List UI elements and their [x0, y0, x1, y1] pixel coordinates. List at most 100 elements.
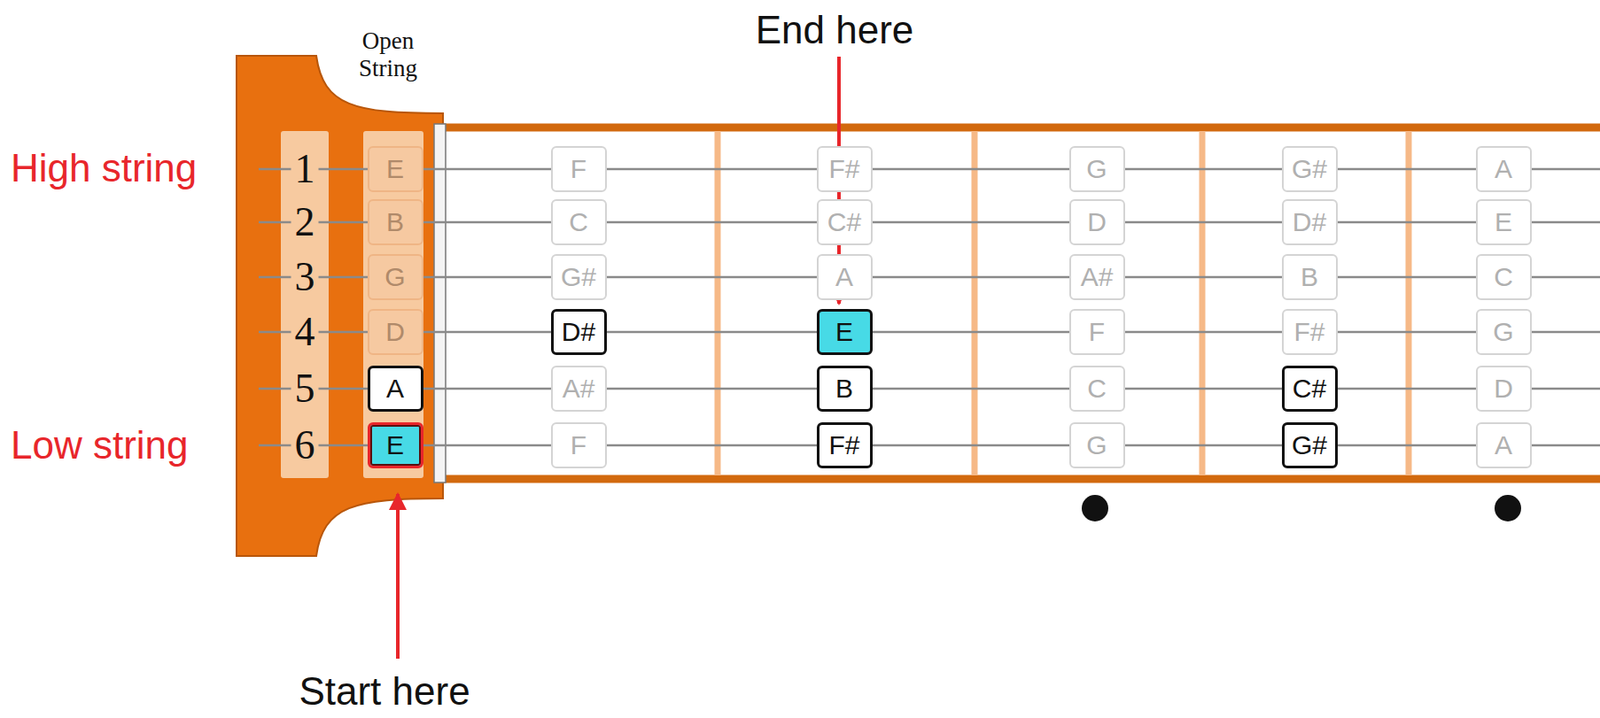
string-label: Low string: [10, 426, 189, 466]
open-string-strip: [363, 131, 424, 479]
faded-note-box: A: [816, 254, 873, 301]
start-note-box: E: [367, 422, 424, 469]
note-name: G#: [1291, 432, 1328, 459]
scale-note-box: A: [367, 365, 424, 412]
note-name: D#: [561, 318, 596, 346]
note-name: C#: [827, 209, 862, 236]
note-name: A#: [1080, 264, 1114, 291]
headstock: [236, 55, 443, 557]
column-heading: Open String: [345, 27, 431, 83]
callout-text: End here: [755, 10, 915, 50]
note-name: E: [386, 432, 404, 459]
faded-note-box: A: [1475, 146, 1532, 193]
note-name: F#: [828, 155, 860, 183]
note-name: E: [835, 318, 854, 346]
note-name: E: [386, 155, 404, 183]
note-name: F#: [828, 432, 860, 459]
note-name: B: [386, 209, 404, 236]
string-number: 5: [291, 368, 319, 410]
note-name: A: [1494, 155, 1513, 183]
faded-note-box: G#: [1281, 146, 1338, 193]
note-name: A: [1494, 432, 1513, 459]
fret-wire: [1405, 131, 1413, 476]
note-name: A: [386, 375, 404, 403]
faded-note-box: D: [1069, 199, 1126, 246]
faded-note-box: A: [1475, 422, 1532, 469]
faded-note-box: F#: [1281, 309, 1338, 356]
faded-note-box: F#: [816, 146, 873, 193]
note-name: G: [1086, 155, 1107, 183]
faded-note-box: C: [551, 199, 607, 246]
faded-note-box: D: [367, 309, 424, 356]
note-name: G#: [560, 264, 597, 291]
string-number: 3: [291, 256, 319, 298]
scale-note-box: B: [816, 365, 873, 412]
note-name: F#: [1293, 318, 1325, 346]
faded-note-box: A#: [1069, 254, 1126, 301]
note-name: D: [385, 318, 405, 346]
target-note-box: E: [816, 309, 873, 356]
note-name: B: [1300, 264, 1319, 291]
scale-note-box: F#: [816, 422, 873, 469]
string-number: 6: [291, 425, 319, 467]
fret-marker-dot: [1494, 495, 1522, 522]
note-name: F: [570, 432, 587, 459]
pointer-arrow: [396, 494, 400, 660]
string: [258, 168, 1600, 171]
faded-note-box: G: [1069, 422, 1126, 469]
string-number: 4: [291, 311, 319, 353]
note-name: F: [570, 155, 587, 183]
note-name: A: [835, 264, 854, 291]
string-number: 1: [291, 148, 319, 190]
strings: [258, 169, 1600, 446]
note-name: G: [1492, 318, 1514, 346]
faded-note-box: B: [1281, 254, 1338, 301]
faded-note-box: G#: [551, 254, 607, 301]
note-name: C: [1087, 375, 1107, 403]
callout-text: Start here: [298, 672, 470, 712]
string-number: 2: [291, 201, 319, 243]
fretboard-edge: [438, 475, 1600, 484]
scale-note-box: C#: [1281, 365, 1338, 412]
fretboard-edge: [438, 124, 1600, 133]
faded-note-box: D#: [1281, 199, 1338, 246]
note-name: C: [1493, 264, 1514, 291]
fret-marker-dot: [1081, 495, 1109, 522]
note-name: F: [1088, 318, 1105, 346]
faded-note-box: A#: [551, 365, 607, 412]
scale-note-box: D#: [551, 309, 607, 356]
faded-note-box: B: [367, 199, 424, 246]
note-name: G: [1086, 432, 1107, 459]
faded-note-box: C#: [816, 199, 873, 246]
string: [258, 444, 1600, 448]
note-name: G: [384, 264, 405, 291]
fret-wire: [971, 131, 979, 476]
note-name: D: [1087, 209, 1107, 236]
faded-note-box: C: [1069, 365, 1126, 412]
faded-note-box: D: [1475, 365, 1532, 412]
string: [258, 276, 1600, 280]
faded-note-box: C: [1475, 254, 1532, 301]
faded-note-box: F: [1069, 309, 1126, 356]
string: [258, 331, 1600, 334]
nut: [434, 124, 446, 483]
fretboard: [438, 127, 1600, 480]
scale-note-box: G#: [1281, 422, 1338, 469]
note-name: D: [1493, 375, 1514, 403]
faded-note-box: F: [551, 422, 607, 469]
fret-wire: [1199, 131, 1206, 476]
note-name: E: [1494, 209, 1513, 236]
faded-note-box: G: [1069, 146, 1126, 193]
note-name: C: [568, 209, 589, 236]
string: [258, 388, 1600, 391]
note-name: G#: [1291, 155, 1328, 183]
faded-note-box: E: [1475, 199, 1532, 246]
note-name: B: [835, 375, 854, 403]
faded-note-box: G: [1475, 309, 1532, 356]
note-name: C#: [1292, 375, 1327, 403]
number-strip: [280, 131, 329, 479]
faded-note-box: G: [367, 254, 424, 301]
faded-note-box: E: [367, 146, 424, 193]
fret-wire: [714, 131, 722, 476]
